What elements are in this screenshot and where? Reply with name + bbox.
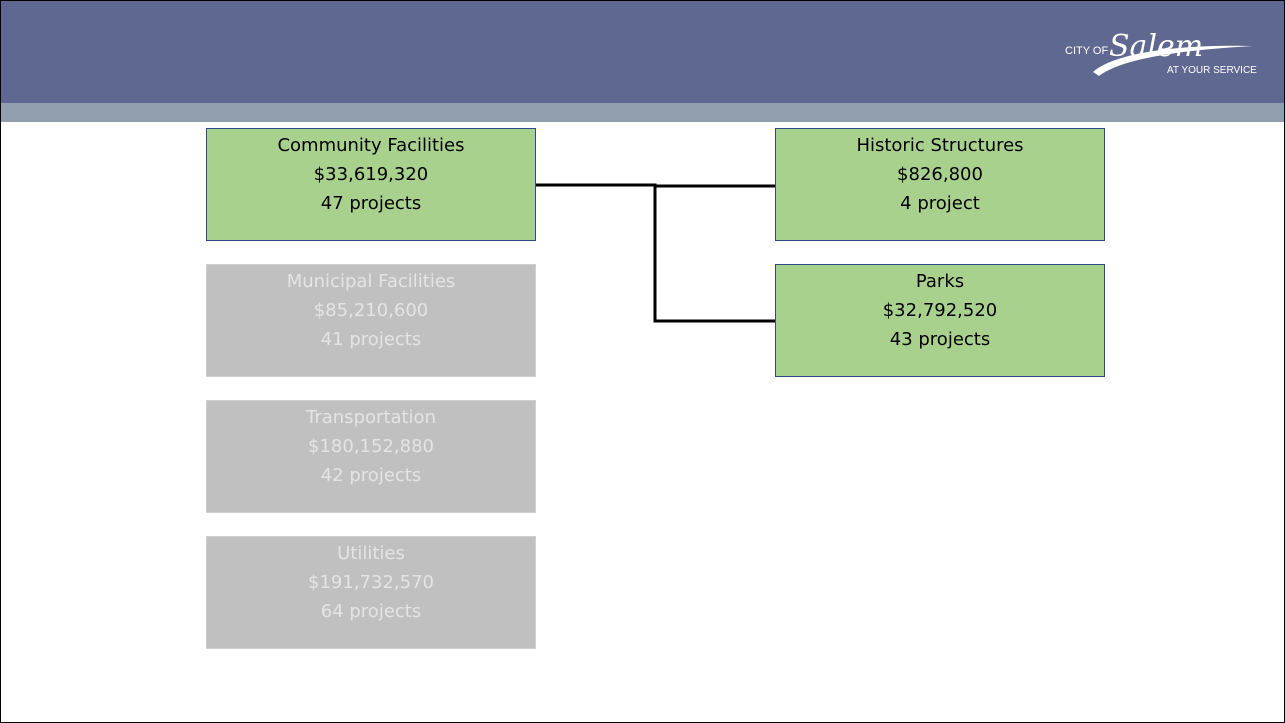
node-amount: $32,792,520 (882, 300, 998, 321)
logo-name: Salem (1109, 29, 1203, 64)
node-count: 64 projects (320, 601, 422, 622)
node-municipal-facilities: Municipal Facilities $85,210,600 41 proj… (206, 264, 536, 377)
node-utilities: Utilities $191,732,570 64 projects (206, 536, 536, 649)
city-of-salem-logo: CITY OF Salem AT YOUR SERVICE (1063, 26, 1263, 82)
logo-swoosh (1093, 45, 1253, 76)
node-label: Historic Structures (856, 135, 1024, 156)
node-transportation: Transportation $180,152,880 42 projects (206, 400, 536, 513)
node-label: Municipal Facilities (286, 271, 456, 292)
logo-city-of: CITY OF (1065, 45, 1108, 57)
node-label: Parks (915, 271, 965, 292)
node-community-facilities: Community Facilities $33,619,320 47 proj… (206, 128, 536, 241)
node-amount: $826,800 (897, 164, 983, 185)
header-accent-strip (1, 103, 1284, 122)
node-amount: $180,152,880 (308, 436, 434, 457)
node-count: 41 projects (320, 329, 422, 350)
node-amount: $85,210,600 (313, 300, 429, 321)
node-count: 4 project (900, 193, 980, 214)
node-label: Utilities (337, 543, 405, 564)
header-band (1, 1, 1284, 103)
node-parks: Parks $32,792,520 43 projects (775, 264, 1105, 377)
node-count: 43 projects (889, 329, 991, 350)
node-historic-structures: Historic Structures $826,800 4 project (775, 128, 1105, 241)
node-label: Transportation (306, 407, 436, 428)
node-label: Community Facilities (277, 135, 465, 156)
logo-tagline: AT YOUR SERVICE (1167, 65, 1257, 76)
node-count: 47 projects (320, 193, 422, 214)
node-amount: $33,619,320 (313, 164, 429, 185)
node-amount: $191,732,570 (308, 572, 434, 593)
node-count: 42 projects (320, 465, 422, 486)
